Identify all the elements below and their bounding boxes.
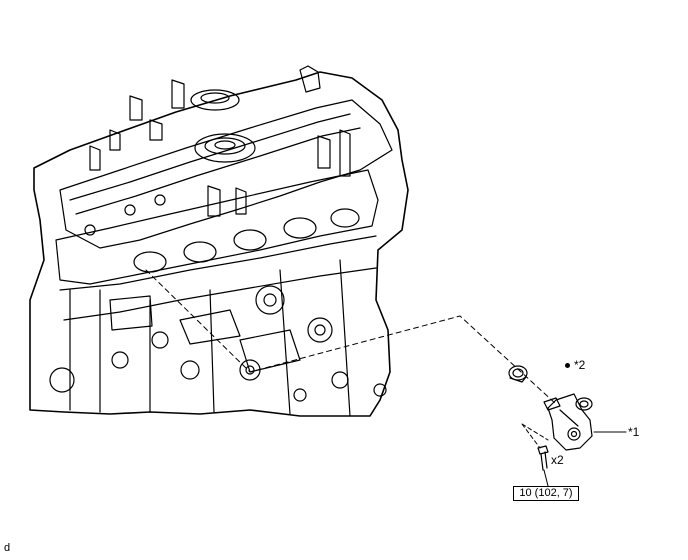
oil-filler-cap xyxy=(194,133,256,163)
bolt-guide-line xyxy=(521,423,549,449)
component-part-1 xyxy=(543,393,593,451)
label-part-2: *2 xyxy=(574,358,586,372)
valve-cover xyxy=(59,99,393,249)
label-bolt-quantity: x2 xyxy=(551,453,564,467)
callout-dot xyxy=(565,363,570,368)
label-part-1: *1 xyxy=(628,425,640,439)
torque-spec-box: 10 (102, 7) xyxy=(513,486,579,501)
leader-bolt xyxy=(543,469,549,487)
rear-cap xyxy=(190,89,240,111)
cylinder-head xyxy=(55,169,379,285)
install-guide-line xyxy=(145,269,557,405)
seal-part-2 xyxy=(508,365,528,383)
engine-outline xyxy=(29,71,409,417)
corner-code: d xyxy=(4,542,11,554)
mounting-bolt xyxy=(537,445,549,471)
engine-assembly xyxy=(29,65,409,417)
